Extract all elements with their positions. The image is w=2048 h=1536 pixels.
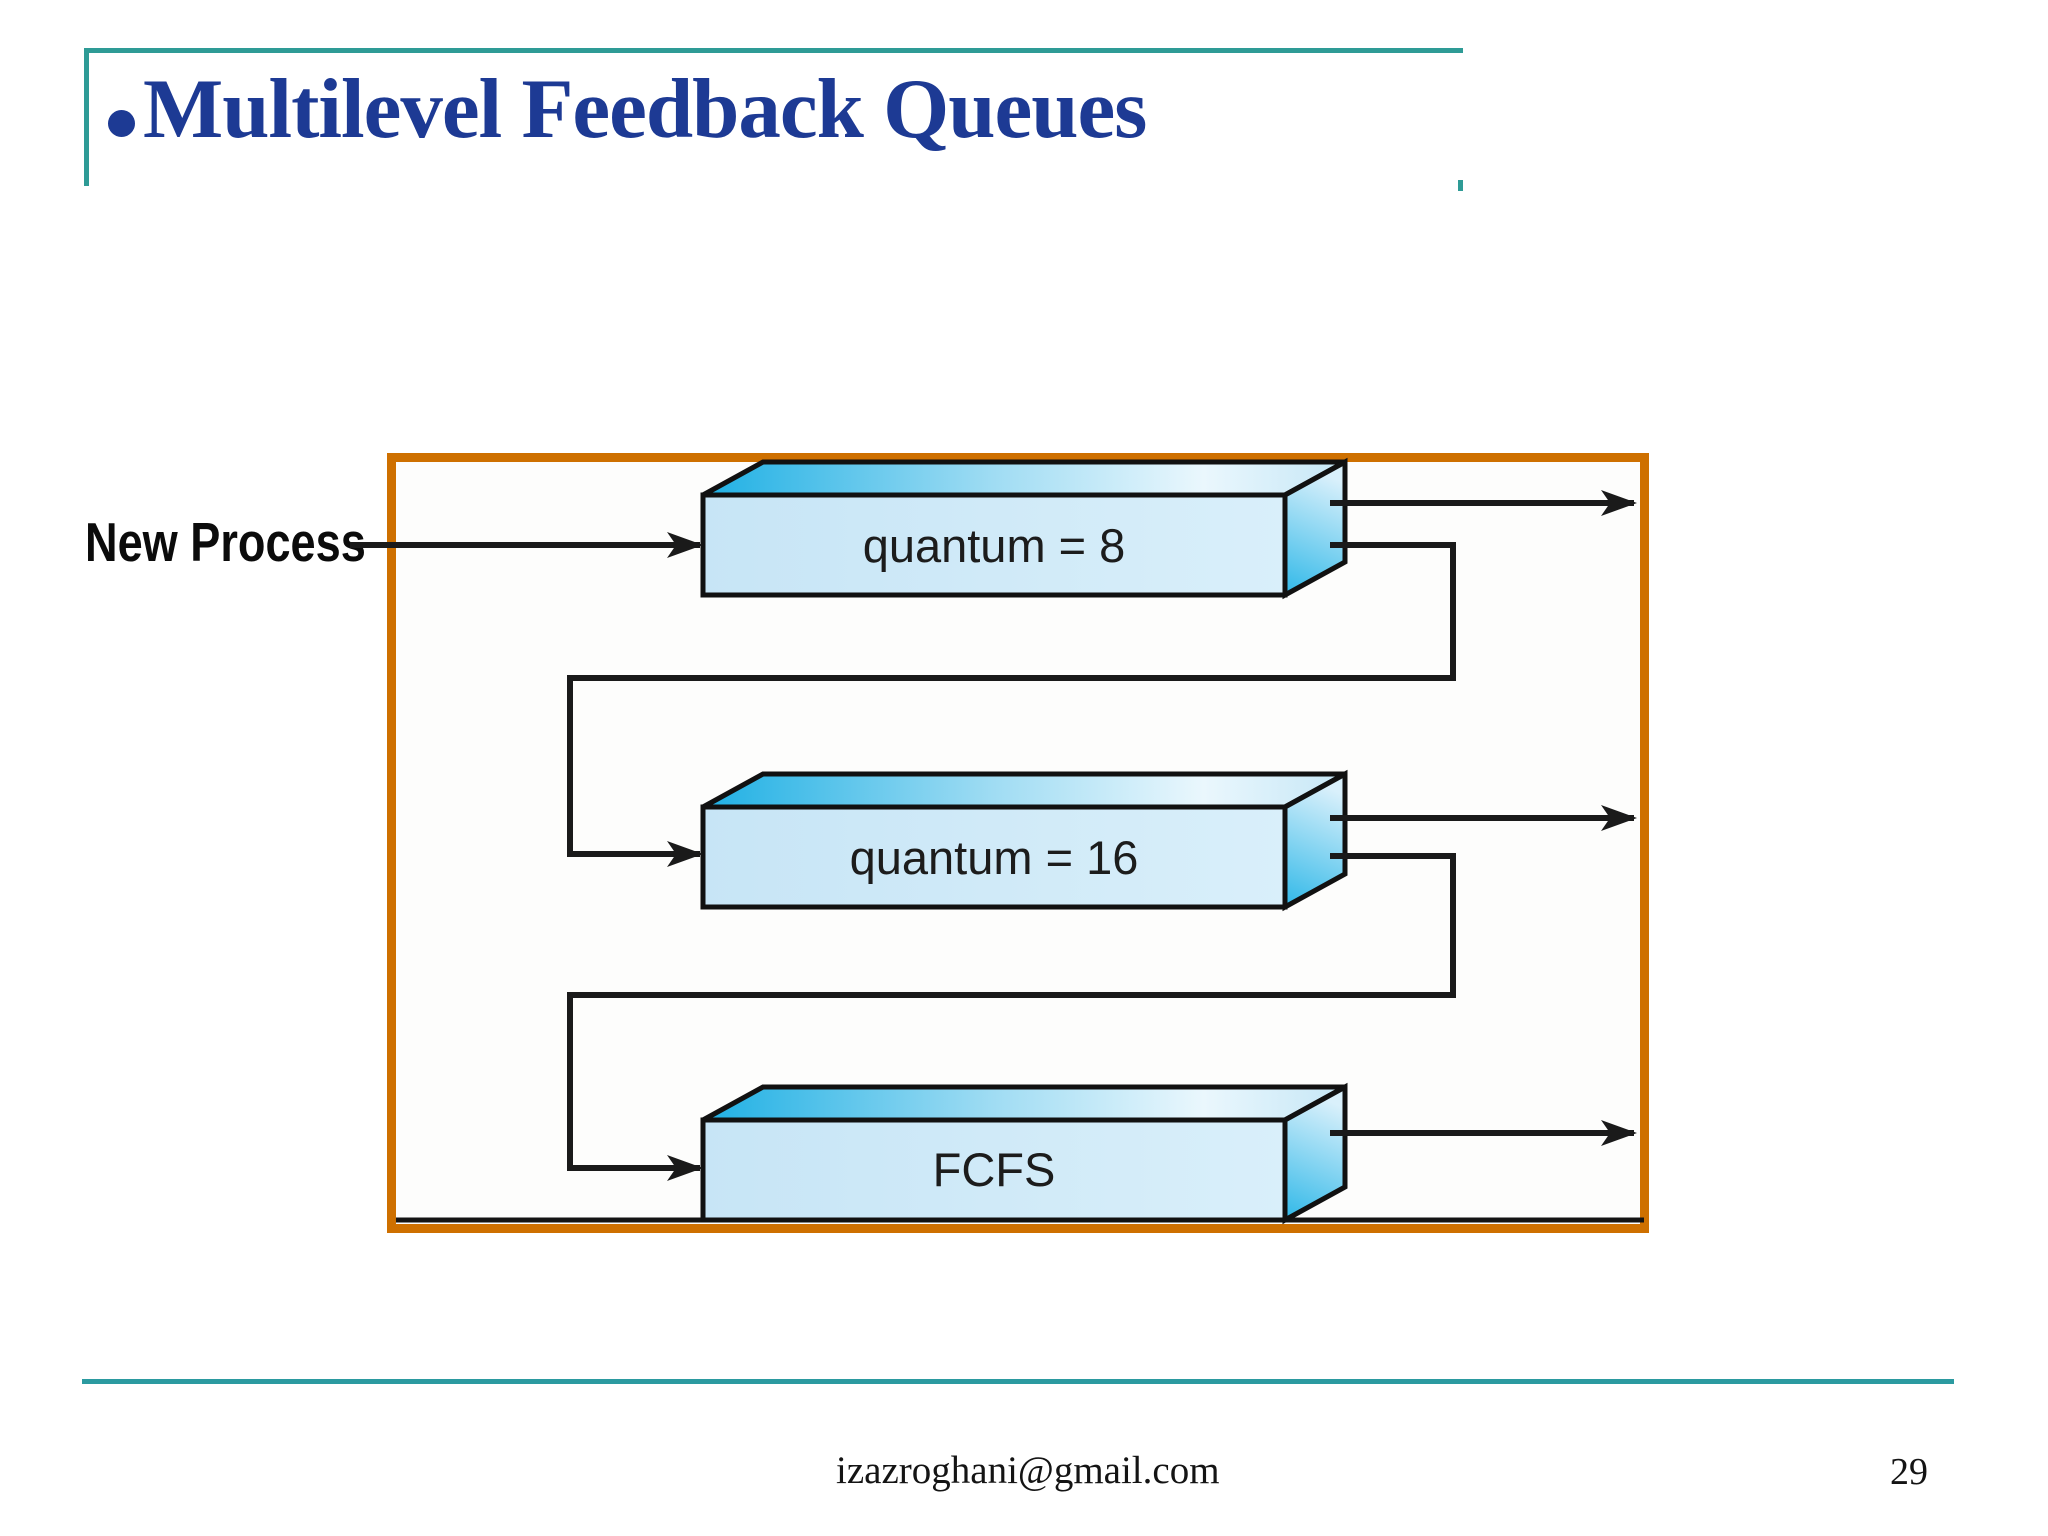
arrow-queue-1-demote-to-queue-2 [567, 542, 1456, 867]
page-title: Multilevel Feedback Queues [143, 62, 1147, 156]
queue-1-label: quantum = 8 [863, 519, 1126, 572]
footer-email: izazroghani@gmail.com [836, 1449, 1220, 1492]
title-row: Multilevel Feedback Queues [108, 58, 1147, 162]
bullet-icon [108, 110, 135, 137]
title-frame-top-line [84, 48, 1463, 53]
title-frame-right-tick [1458, 180, 1463, 191]
queue-2-label: quantum = 16 [850, 831, 1139, 884]
queue-box-quantum-16: quantum = 16 [700, 769, 1348, 912]
queue-box-quantum-8: quantum = 8 [700, 457, 1348, 600]
arrow-queue-2-demote-to-queue-3 [567, 853, 1456, 1181]
page-number: 29 [1890, 1451, 1928, 1493]
queue-3-label: FCFS [933, 1143, 1056, 1196]
footer-divider-line [82, 1379, 1954, 1384]
new-process-label: New Process [85, 511, 366, 573]
queue-box-fcfs: FCFS [700, 1082, 1348, 1225]
title-frame-left-line [84, 48, 89, 186]
